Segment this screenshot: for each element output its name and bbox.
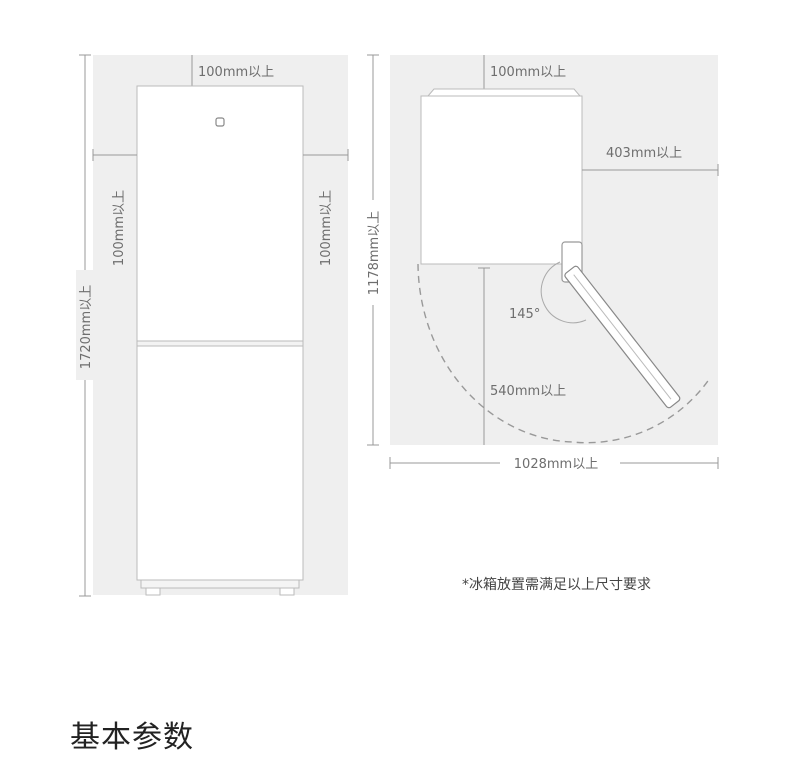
fridge-top-back [426, 88, 582, 97]
right-clearance-label: 100mm以上 [319, 190, 334, 266]
door-swing-arc [417, 263, 711, 444]
open-door [564, 265, 681, 409]
placement-note: *冰箱放置需满足以上尺寸要求 [462, 577, 651, 593]
fridge-top-body [420, 95, 583, 265]
door-angle-label: 145° [509, 307, 540, 322]
mi-logo-icon [215, 117, 225, 127]
height-label: 1720mm以上 [79, 285, 94, 369]
rear-clearance-label: 100mm以上 [490, 65, 566, 80]
depth-label-bg [364, 200, 382, 305]
left-clearance-label: 100mm以上 [112, 190, 127, 266]
top-clearance-label: 100mm以上 [198, 65, 274, 80]
fridge-upper-door [136, 85, 304, 342]
fridge-divider [136, 340, 304, 347]
open-door-seam [573, 274, 672, 400]
side-clearance-label: 403mm以上 [606, 146, 682, 161]
door-swing-label: 540mm以上 [490, 384, 566, 399]
front-view: 1720mm以上 100mm以上 100mm以上 100mm以上 [76, 54, 349, 597]
top-view: 1178mm以上 100mm以上 403mm以上 145° 540mm以上 [364, 54, 719, 472]
door-angle-arc [540, 261, 587, 324]
fridge-base [140, 579, 300, 589]
fridge-lower-door [136, 345, 304, 581]
fridge-foot-right [279, 587, 295, 596]
total-width-label: 1028mm以上 [514, 457, 598, 472]
depth-label: 1178mm以上 [367, 211, 382, 295]
height-label-bg [76, 270, 94, 380]
section-heading: 基本参数 [70, 720, 194, 755]
fridge-foot-left [145, 587, 161, 596]
